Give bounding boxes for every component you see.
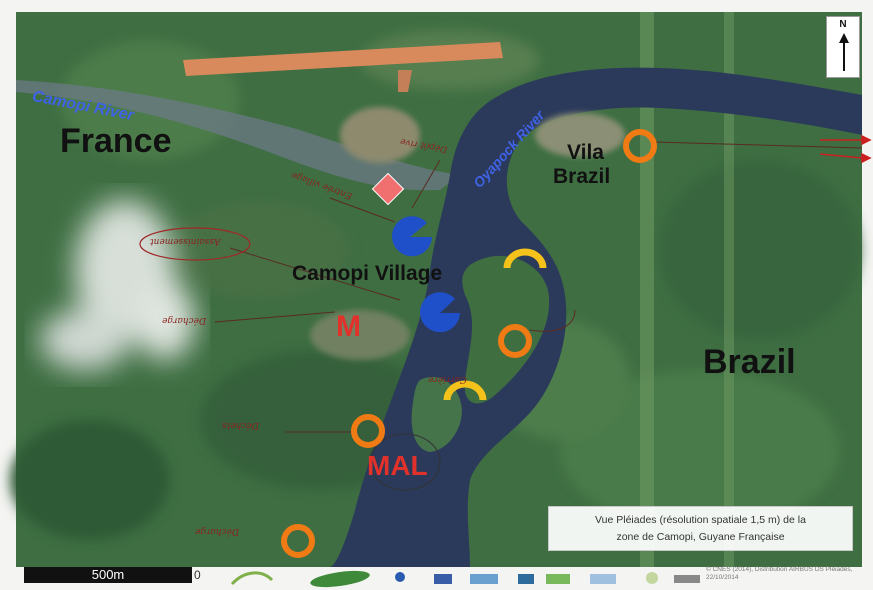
partner-logos [230, 570, 700, 588]
vertical-strip [724, 12, 734, 567]
scale-bar: 500m [24, 567, 192, 583]
label-vila-line1: Vila [567, 141, 604, 164]
village-clearing [310, 107, 625, 360]
assainissement-ellipse [139, 227, 251, 261]
scale-bar-zero: 0 [194, 568, 201, 582]
orange-ring-icon [281, 524, 315, 558]
red-arrows [819, 134, 872, 164]
caption-line2: zone de Camopi, Guyane Française [616, 531, 785, 543]
orange-ring-icon [498, 324, 532, 358]
map-caption: Vue Pléiades (résolution spatiale 1,5 m)… [548, 506, 853, 551]
airstrip [183, 42, 503, 76]
orange-ring-icon [623, 129, 657, 163]
label-m: M [336, 310, 361, 343]
oyapock-river [330, 67, 862, 568]
label-brazil: Brazil [703, 343, 796, 381]
blue-pacman-icon [392, 216, 432, 257]
yellow-semicircle-icon [503, 248, 547, 269]
blue-pacman-icon [420, 292, 460, 333]
handwritten-note: Déchets [222, 420, 259, 430]
label-mal: MAL [367, 450, 428, 481]
north-arrow: N [826, 16, 860, 78]
handwritten-note: Décharge [195, 526, 240, 536]
handwritten-note: Carrière [428, 374, 467, 384]
cloud [40, 200, 195, 370]
orange-ring-icon [351, 414, 385, 448]
mal-ellipse [369, 433, 441, 491]
handwritten-note: Décharge [162, 315, 207, 325]
annotation-lines [214, 141, 863, 433]
airstrip-taxiway [398, 70, 412, 92]
copyright-notice: © CNES (2014), Distribution AIRBUS DS Pl… [706, 566, 853, 581]
north-letter: N [839, 19, 847, 30]
caption-line1: Vue Pléiades (résolution spatiale 1,5 m)… [595, 514, 806, 526]
camopi-river [16, 80, 460, 191]
north-arrow-icon [839, 33, 849, 71]
label-france: France [60, 122, 172, 160]
label-camopi-village: Camopi Village [292, 262, 443, 285]
label-vila-line2: Brazil [553, 165, 611, 188]
red-diamond-icon [371, 172, 405, 206]
handwritten-note: Assainissement [150, 236, 221, 246]
yellow-semicircle-icon [443, 380, 487, 401]
